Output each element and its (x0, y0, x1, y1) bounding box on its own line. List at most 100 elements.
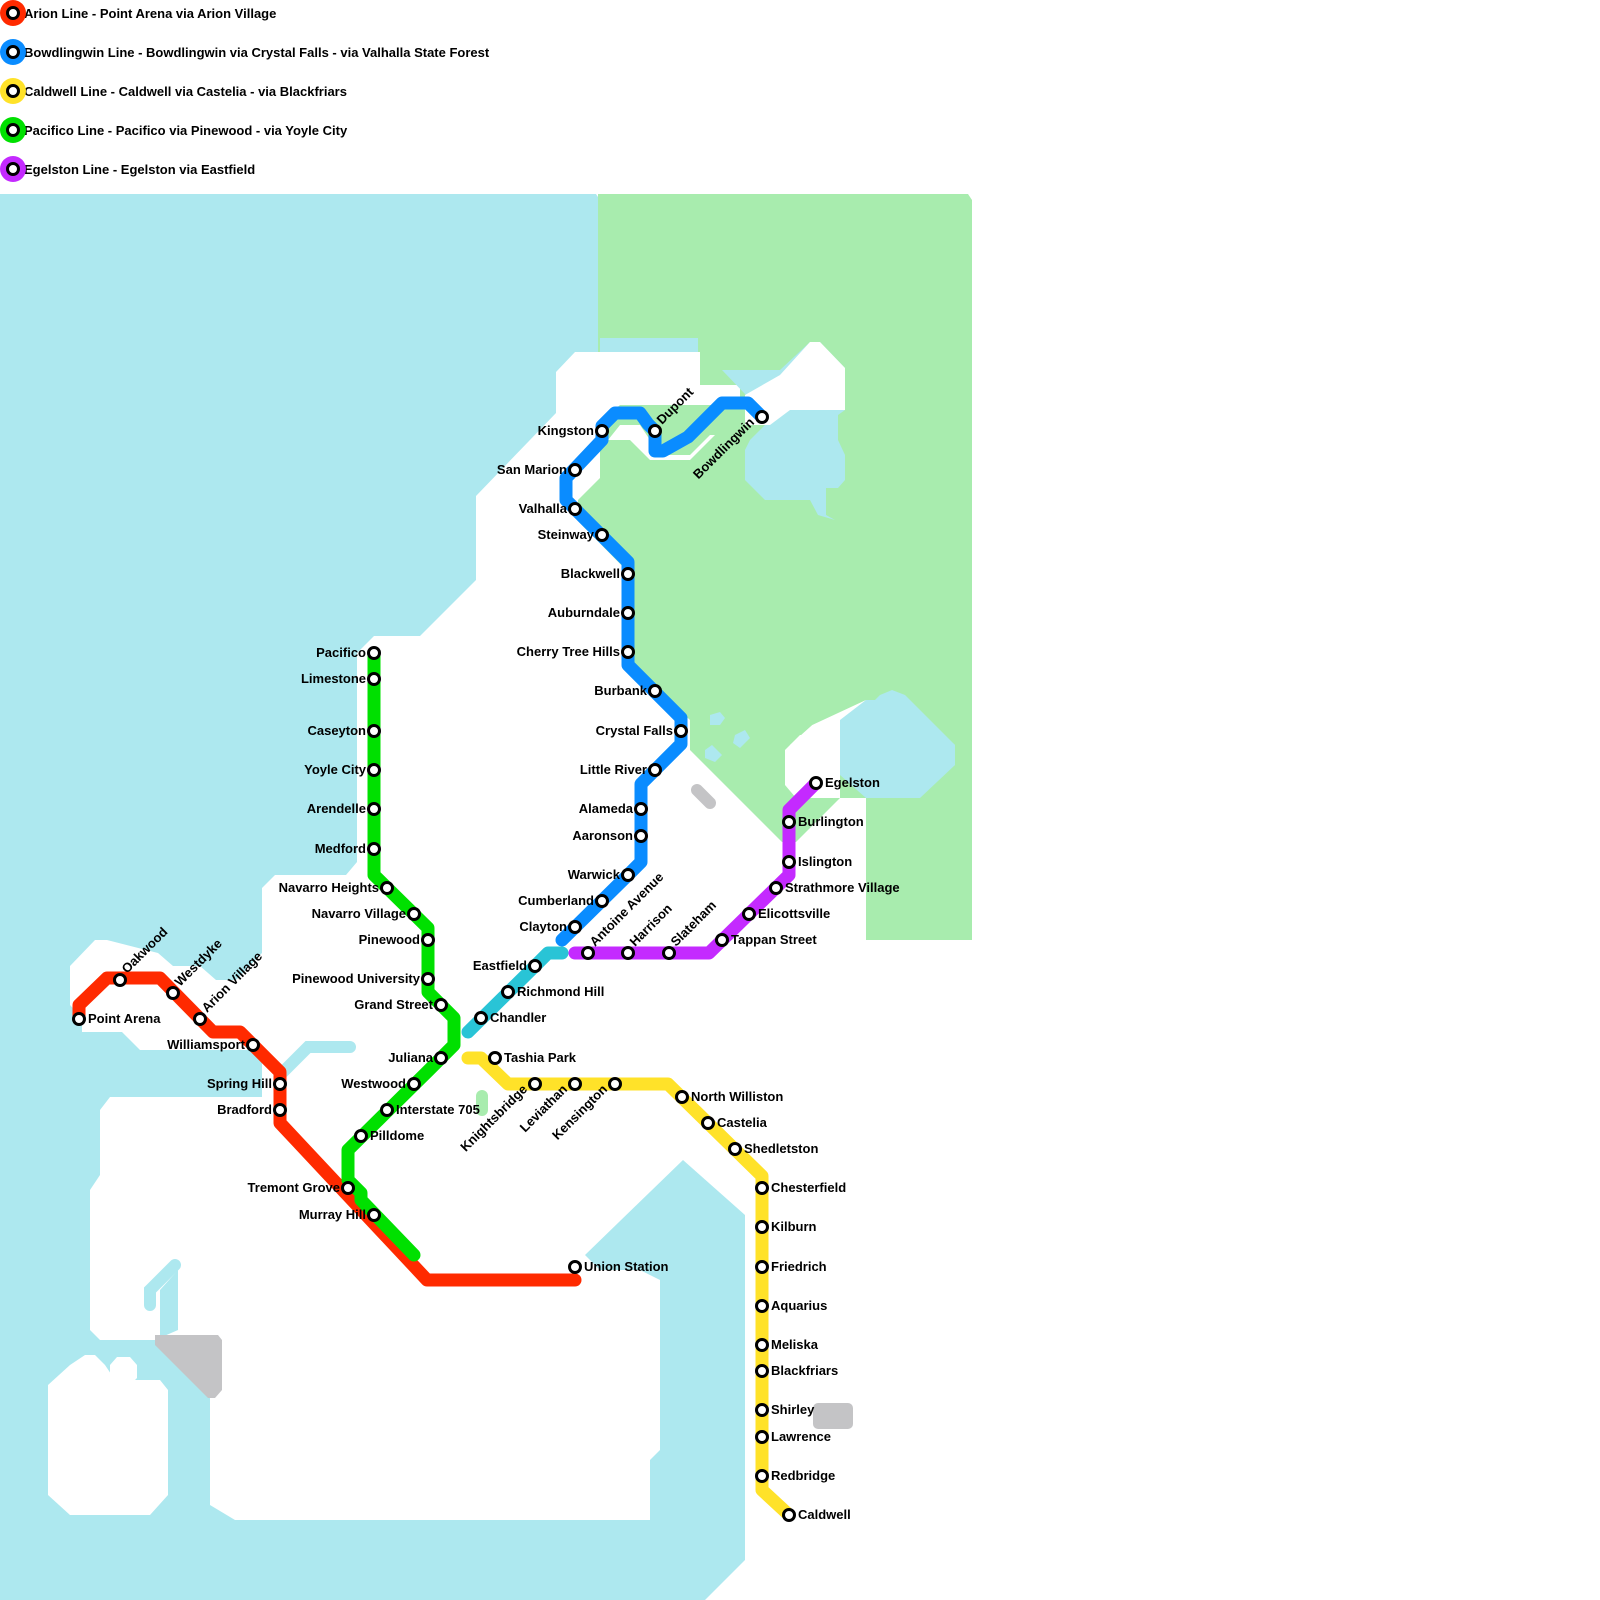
station-pinewood-university[interactable]: Pinewood University (292, 971, 435, 986)
station-marker-icon[interactable] (367, 646, 381, 660)
station-cherry-tree-hills[interactable]: Cherry Tree Hills (517, 644, 635, 659)
station-medford[interactable]: Medford (315, 841, 381, 856)
station-marker-icon[interactable] (755, 1430, 769, 1444)
station-marker-icon[interactable] (568, 920, 582, 934)
station-marker-icon[interactable] (755, 1338, 769, 1352)
station-kingston[interactable]: Kingston (538, 423, 609, 438)
station-steinway[interactable]: Steinway (538, 527, 609, 542)
station-marker-icon[interactable] (367, 724, 381, 738)
station-marker-icon[interactable] (621, 606, 635, 620)
station-murray-hill[interactable]: Murray Hill (299, 1207, 381, 1222)
station-marker-icon[interactable] (354, 1129, 368, 1143)
station-marker-icon[interactable] (367, 763, 381, 777)
station-marker-icon[interactable] (755, 1181, 769, 1195)
station-clayton[interactable]: Clayton (519, 919, 582, 934)
station-kilburn[interactable]: Kilburn (755, 1219, 817, 1234)
station-marker-icon[interactable] (380, 1103, 394, 1117)
station-marker-icon[interactable] (273, 1103, 287, 1117)
station-marker-icon[interactable] (434, 998, 448, 1012)
station-marker-icon[interactable] (634, 829, 648, 843)
legend-item-egelston[interactable]: Egelston Line - Egelston via Eastfield (0, 156, 255, 182)
station-marker-icon[interactable] (715, 933, 729, 947)
station-marker-icon[interactable] (341, 1181, 355, 1195)
eastfield-branch-path[interactable] (461, 946, 569, 1039)
station-marker-icon[interactable] (742, 907, 756, 921)
station-shirley[interactable]: Shirley (755, 1402, 816, 1417)
station-marker-icon[interactable] (674, 724, 688, 738)
station-crystal-falls[interactable]: Crystal Falls (596, 723, 688, 738)
station-caldwell[interactable]: Caldwell (782, 1507, 851, 1522)
station-lawrence[interactable]: Lawrence (755, 1429, 831, 1444)
station-marker-icon[interactable] (782, 1508, 796, 1522)
station-aaronson[interactable]: Aaronson (572, 828, 648, 843)
station-marker-icon[interactable] (528, 1077, 542, 1091)
station-friedrich[interactable]: Friedrich (755, 1259, 827, 1274)
station-valhalla[interactable]: Valhalla (519, 501, 582, 516)
station-islington[interactable]: Islington (782, 854, 853, 869)
station-marker-icon[interactable] (568, 502, 582, 516)
station-limestone[interactable]: Limestone (301, 671, 381, 686)
station-marker-icon[interactable] (407, 1077, 421, 1091)
station-marker-icon[interactable] (421, 933, 435, 947)
legend-item-caldwell[interactable]: Caldwell Line - Caldwell via Castelia - … (0, 78, 347, 104)
station-marker-icon[interactable] (166, 986, 180, 1000)
station-marker-icon[interactable] (809, 776, 823, 790)
station-marker-icon[interactable] (273, 1077, 287, 1091)
station-marker-icon[interactable] (380, 881, 394, 895)
station-marker-icon[interactable] (113, 973, 127, 987)
station-marker-icon[interactable] (568, 463, 582, 477)
station-warwick[interactable]: Warwick (568, 867, 635, 882)
station-navarro-heights[interactable]: Navarro Heights (279, 880, 394, 895)
station-san-marion[interactable]: San Marion (497, 462, 582, 477)
station-pilldome[interactable]: Pilldome (354, 1128, 425, 1143)
station-navarro-village[interactable]: Navarro Village (312, 906, 421, 921)
caldwell-line-path[interactable] (461, 1051, 796, 1522)
station-tashia-park[interactable]: Tashia Park (488, 1050, 577, 1065)
station-cumberland[interactable]: Cumberland (518, 893, 609, 908)
station-interstate-705[interactable]: Interstate 705 (380, 1102, 480, 1117)
station-westwood[interactable]: Westwood (341, 1076, 421, 1091)
station-marker-icon[interactable] (581, 946, 595, 960)
station-marker-icon[interactable] (634, 802, 648, 816)
station-north-williston[interactable]: North Williston (675, 1089, 784, 1104)
station-tappan-street[interactable]: Tappan Street (715, 932, 818, 947)
station-marker-icon[interactable] (755, 1220, 769, 1234)
station-marker-icon[interactable] (568, 1077, 582, 1091)
station-strathmore-village[interactable]: Strathmore Village (769, 880, 900, 895)
station-caseyton[interactable]: Caseyton (307, 723, 381, 738)
station-blackfriars[interactable]: Blackfriars (755, 1363, 839, 1378)
station-point-arena[interactable]: Point Arena (72, 1011, 162, 1026)
station-burlington[interactable]: Burlington (782, 814, 864, 829)
station-arendelle[interactable]: Arendelle (307, 801, 381, 816)
station-marker-icon[interactable] (595, 528, 609, 542)
station-marker-icon[interactable] (568, 1260, 582, 1274)
station-marker-icon[interactable] (782, 855, 796, 869)
station-marker-icon[interactable] (367, 802, 381, 816)
station-marker-icon[interactable] (621, 567, 635, 581)
station-williamsport[interactable]: Williamsport (167, 1037, 260, 1052)
station-aquarius[interactable]: Aquarius (755, 1298, 828, 1313)
station-marker-icon[interactable] (434, 1051, 448, 1065)
station-auburndale[interactable]: Auburndale (548, 605, 635, 620)
station-marker-icon[interactable] (648, 684, 662, 698)
station-chesterfield[interactable]: Chesterfield (755, 1180, 847, 1195)
station-tremont-grove[interactable]: Tremont Grove (248, 1180, 355, 1195)
station-marker-icon[interactable] (621, 868, 635, 882)
pacifico-line-path[interactable] (341, 646, 461, 1262)
station-marker-icon[interactable] (528, 959, 542, 973)
station-egelston[interactable]: Egelston (809, 775, 880, 790)
station-marker-icon[interactable] (769, 881, 783, 895)
station-marker-icon[interactable] (621, 645, 635, 659)
station-marker-icon[interactable] (421, 972, 435, 986)
station-marker-icon[interactable] (488, 1051, 502, 1065)
bowdlingwin-line-path[interactable] (555, 396, 769, 947)
station-meliska[interactable]: Meliska (755, 1337, 819, 1352)
station-alameda[interactable]: Alameda (579, 801, 648, 816)
station-marker-icon[interactable] (755, 1260, 769, 1274)
station-marker-icon[interactable] (782, 815, 796, 829)
station-marker-icon[interactable] (755, 1299, 769, 1313)
legend-item-arion[interactable]: Arion Line - Point Arena via Arion Villa… (0, 0, 276, 26)
station-marker-icon[interactable] (701, 1116, 715, 1130)
station-marker-icon[interactable] (246, 1038, 260, 1052)
station-pinewood[interactable]: Pinewood (359, 932, 435, 947)
